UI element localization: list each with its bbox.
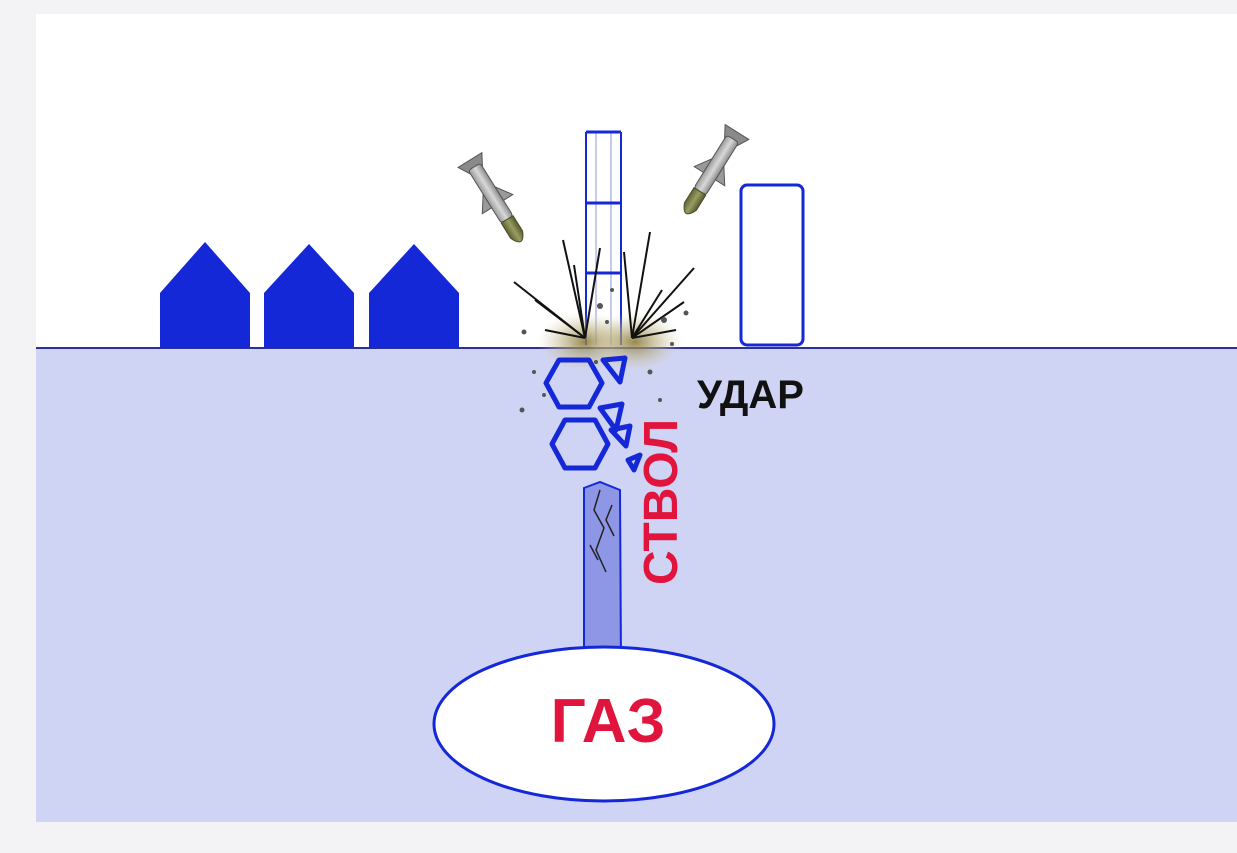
drilling-tower [585,130,622,345]
gas-label: ГАЗ [551,687,666,756]
well-casing-debris [543,355,643,473]
building-icon [739,183,805,347]
gas-reservoir [432,645,776,803]
house-icon [264,244,354,348]
house-icon [160,242,250,348]
strike-label: УДАР [697,373,804,417]
wellbore-label: СТВОЛ [635,419,688,585]
house-icon [369,244,459,348]
wellbore [583,480,623,669]
